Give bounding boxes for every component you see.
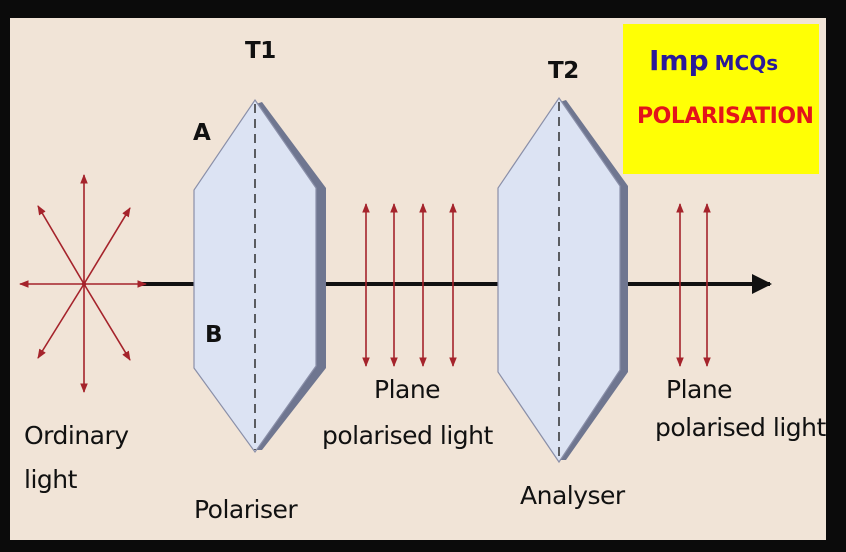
label-t2: T2 [548, 58, 579, 84]
plane-polarised-arrows-middle [362, 203, 457, 367]
badge-mcqs-text: MCQs [714, 51, 779, 75]
badge-imp-text: Imp [649, 44, 709, 77]
analyser-crystal [497, 96, 628, 464]
label-polariser: Polariser [194, 495, 298, 524]
plane-polarised-arrows-right [676, 203, 711, 367]
polariser-crystal [193, 98, 326, 454]
label-a: A [193, 120, 211, 146]
label-plane-polarised-mid-1: Plane [374, 375, 441, 404]
star-arrow-upleft [37, 205, 85, 285]
badge-topic-text: POLARISATION [637, 104, 814, 129]
label-plane-polarised-right-1: Plane [666, 375, 733, 404]
star-arrow-downleft [37, 283, 85, 359]
star-center [81, 281, 87, 287]
label-plane-polarised-mid-2: polarised light [322, 421, 493, 450]
label-ordinary-light-2: light [24, 465, 77, 494]
ordinary-light-star [19, 174, 147, 393]
label-b: B [205, 322, 223, 348]
label-ordinary-light-1: Ordinary [24, 421, 129, 450]
label-plane-polarised-right-2: polarised light [655, 413, 826, 442]
label-analyser: Analyser [520, 481, 625, 510]
label-t1: T1 [245, 38, 276, 64]
star-arrow-upright [83, 207, 131, 285]
star-arrow-downright [83, 283, 131, 361]
